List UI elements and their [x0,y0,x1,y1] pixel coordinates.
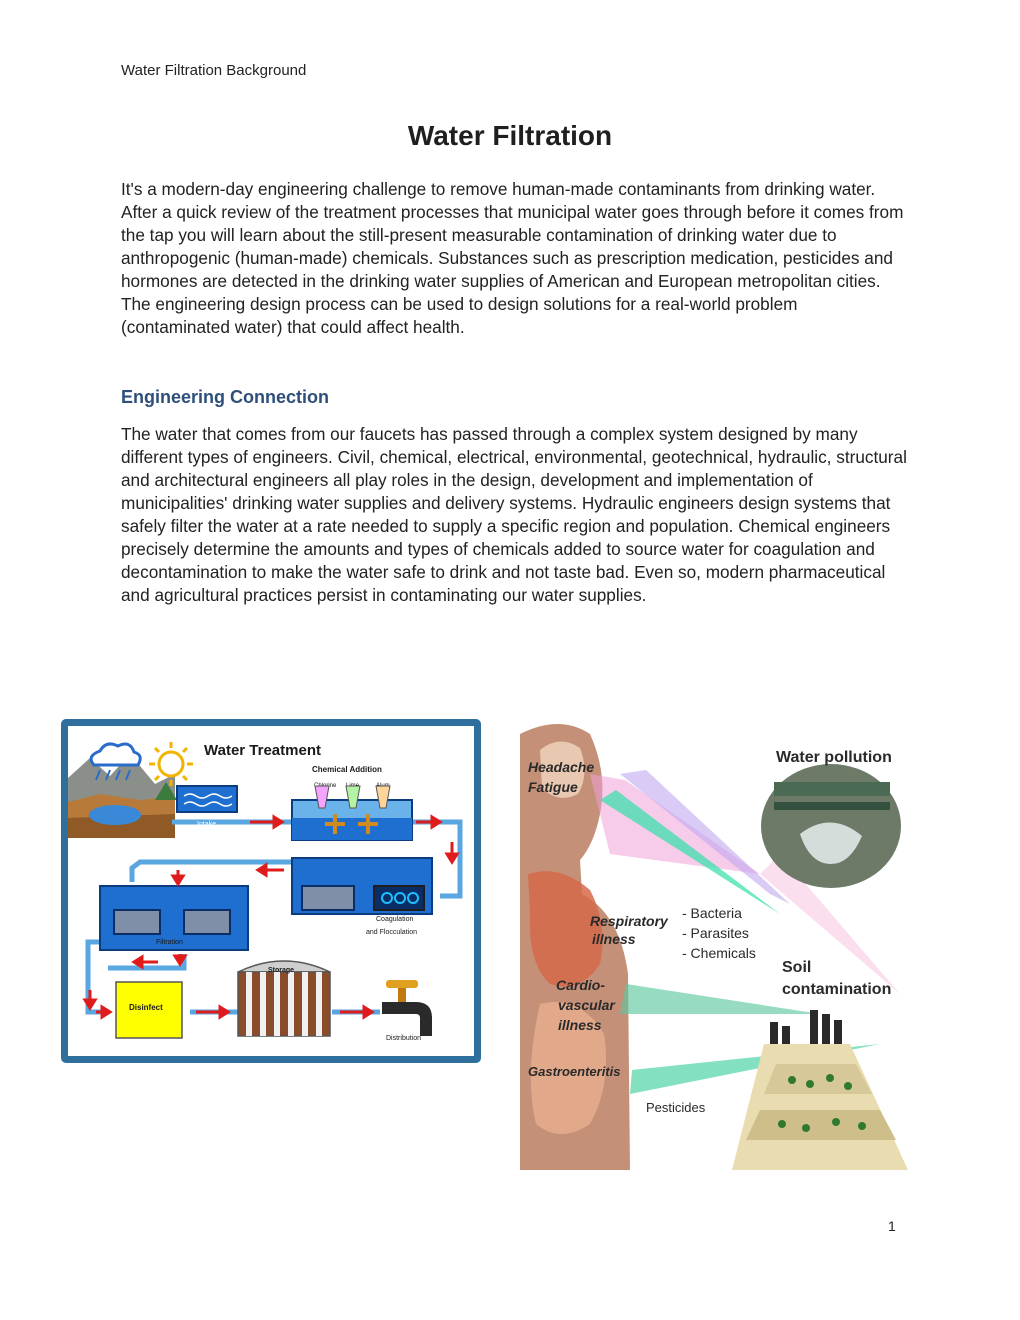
water-pollution-figure: Headache Fatigue Respiratory illness Car… [520,714,920,1170]
chemical-vials [314,785,391,809]
water-treatment-diagram: Water Treatment Chemical Addition Chlori… [61,719,481,1063]
filtration-label: Filtration [156,939,183,946]
disinfect-label: Disinfect [129,1003,163,1012]
chemicals-label: - Chemicals [682,945,756,961]
soil-contamination-label: contamination [782,981,891,998]
mixing-label: Mixing [338,842,358,849]
flow-arrows [82,814,460,1020]
sedimentation-label: Sedimentation [300,916,345,923]
bacteria-label: - Bacteria [682,905,742,921]
running-header: Water Filtration Background [121,62,307,79]
coagulation-label: Coagulation [376,916,413,923]
intake-tank [176,785,238,813]
landscape-icon [68,754,177,838]
storage-tank [237,960,331,1037]
crop-rows [778,1074,866,1132]
figure-title: Water Treatment [204,742,321,759]
water-pollution-illustration: Headache Fatigue Respiratory illness Car… [520,714,920,1170]
cloud-icon [89,742,142,781]
beam-pink-2 [760,854,900,994]
distribution-label: Distribution [386,1035,421,1042]
beam-green-2 [620,984,820,1014]
gastroenteritis-label: Gastroenteritis [528,1064,620,1079]
pesticides-label: Pesticides [646,1100,706,1115]
soil-label: Soil [782,959,811,976]
human-body-figure [520,724,630,1170]
page-number: 1 [888,1218,896,1234]
faucet-icon [382,980,432,1036]
storage-label: Storage [268,967,294,974]
water-pollution-label: Water pollution [776,749,892,766]
cardio-illness-label: illness [558,1017,602,1033]
intro-paragraph: It's a modern-day engineering challenge … [121,179,904,337]
flocculation-label: and Flocculation [366,929,417,936]
water-treatment-figure: Water Treatment Chemical Addition Chlori… [60,718,482,1064]
section-paragraph: The water that comes from our faucets ha… [121,424,907,605]
mixer-paddles [325,814,378,834]
illness-label: illness [592,931,636,947]
vascular-label: vascular [558,997,616,1013]
beam-lavender [620,770,790,904]
page-title: Water Filtration [407,120,613,151]
water-pollution-photo [761,764,901,888]
parasites-label: - Parasites [682,925,749,941]
sun-icon [149,742,193,786]
cardio-label: Cardio- [556,977,605,993]
beam-green-1 [600,790,780,914]
disinfect-box [115,981,183,1039]
intake-label: Intake [197,821,216,828]
section-heading: Engineering Connection [121,387,330,407]
respiratory-label: Respiratory [590,913,669,929]
factory-icons [770,1010,842,1044]
fatigue-label: Fatigue [528,779,578,795]
chemical-addition-label: Chemical Addition [312,765,382,774]
headache-label: Headache [528,759,594,775]
